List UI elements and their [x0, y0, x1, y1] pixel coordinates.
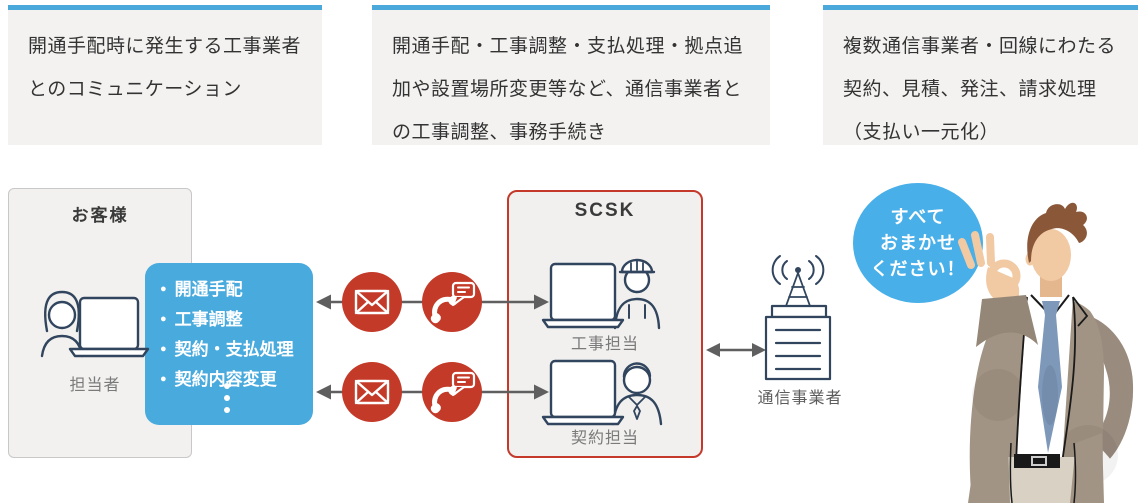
phone-icon	[422, 272, 482, 332]
bubble-text-line: おまかせ	[880, 233, 956, 253]
card-text-line: とのコミュニケーション	[28, 79, 242, 100]
card-text-line: 開通手配・工事調整・支払処理・拠点追	[392, 36, 744, 57]
card-text-line: の工事調整、事務手続き	[392, 122, 607, 143]
scsk-box-title: SCSK	[574, 200, 636, 221]
person-ok-hand	[958, 231, 1021, 303]
bullet-icon: ●	[160, 283, 167, 295]
task-item: ●開通手配	[160, 276, 313, 306]
card-text-line: 複数通信事業者・回線にわたる	[843, 36, 1117, 57]
customer-person-label: 担当者	[69, 377, 121, 394]
task-item: ●契約・支払処理	[160, 336, 313, 366]
mail-icon	[340, 360, 404, 424]
bullet-icon: ●	[160, 313, 167, 325]
card-text-line: （支払い一元化）	[843, 122, 1000, 143]
scsk-box	[507, 190, 703, 458]
person-tie	[1038, 301, 1062, 453]
belt-buckle	[1031, 456, 1047, 466]
person-pants	[999, 457, 1081, 503]
info-card-communication: 開通手配時に発生する工事業者 とのコミュニケーション	[8, 5, 322, 145]
antenna-building-icon	[764, 255, 832, 381]
task-item: ●契約内容変更	[160, 366, 313, 396]
card-text-line: 契約、見積、発注、請求処理	[843, 79, 1097, 100]
carrier-label: 通信事業者	[757, 390, 843, 407]
vertical-ellipsis-icon	[217, 383, 237, 413]
contract-staff-label: 契約担当	[570, 430, 639, 447]
person-sleeve	[976, 295, 1038, 347]
person-belt	[1014, 454, 1060, 468]
construction-staff-label: 工事担当	[570, 336, 639, 353]
customer-tasks-box: ●開通手配 ●工事調整 ●契約・支払処理 ●契約内容変更	[145, 263, 313, 425]
card-text-line: 開通手配時に発生する工事業者	[28, 36, 302, 57]
task-item: ●工事調整	[160, 306, 313, 336]
bullet-icon: ●	[160, 373, 167, 385]
arrow-scsk-carrier	[706, 343, 766, 357]
card-text-line: 加や設置場所変更等など、通信事業者と	[392, 79, 743, 100]
person-neck	[1040, 273, 1062, 303]
info-card-coordination: 開通手配・工事調整・支払処理・拠点追 加や設置場所変更等など、通信事業者と の工…	[372, 5, 770, 145]
businessman-ok-sign-illustration	[958, 202, 1137, 503]
phone-icon	[422, 362, 482, 422]
person-face	[1031, 229, 1071, 281]
customer-box-title: お客様	[71, 206, 129, 225]
bubble-text-line: ください！	[870, 259, 966, 279]
mail-icon	[340, 270, 404, 334]
tasks-list: ●開通手配 ●工事調整 ●契約・支払処理 ●契約内容変更	[160, 276, 313, 396]
info-card-billing: 複数通信事業者・回線にわたる 契約、見積、発注、請求処理 （支払い一元化）	[823, 5, 1138, 145]
person-hair	[1027, 202, 1087, 263]
bullet-icon: ●	[160, 343, 167, 355]
bubble-text-line: すべて	[890, 207, 946, 227]
